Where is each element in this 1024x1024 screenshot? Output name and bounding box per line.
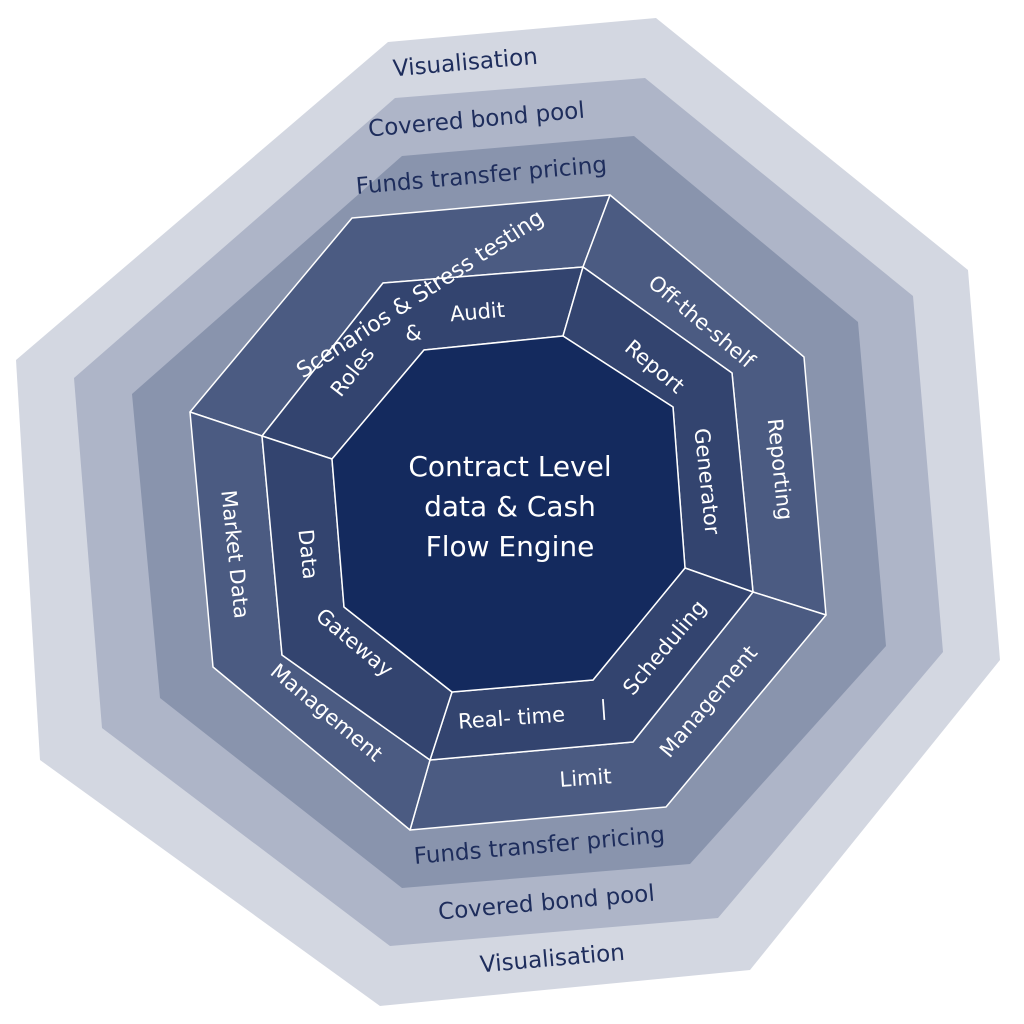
core-octagon	[331, 335, 686, 693]
audit-label: Audit	[449, 298, 506, 327]
data-label: Data	[293, 528, 322, 580]
limit-label-a: Limit	[559, 764, 613, 792]
core-line-1: Contract Level	[408, 450, 611, 483]
core-line-2: data & Cash	[424, 490, 596, 523]
inner-segments	[261, 266, 754, 761]
core-line-3: Flow Engine	[426, 530, 595, 563]
roles-amp-label: &	[404, 320, 422, 345]
separator-label: |	[599, 696, 608, 721]
